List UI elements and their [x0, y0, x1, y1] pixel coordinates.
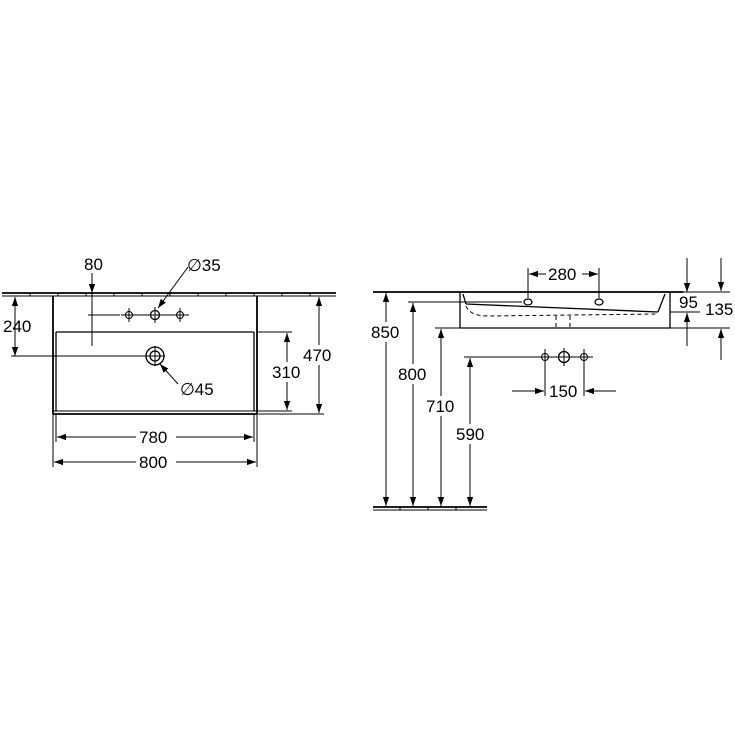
dim-label-850: 850 [371, 323, 399, 342]
dim-outlet-spacing: 150 [512, 362, 616, 401]
dim-drain-diameter: ∅45 [159, 363, 214, 399]
dim-label-780: 780 [139, 428, 167, 447]
side-overflow-holes [523, 298, 604, 306]
dim-height-tap: 800 [397, 301, 522, 506]
dim-total-depth: 135 [670, 258, 735, 360]
dim-tap-diameter: ∅35 [157, 256, 221, 309]
dim-outer-width: 800 [52, 414, 258, 472]
dim-height-base: 710 [425, 327, 460, 506]
dim-wall-to-drain: 240 [3, 297, 146, 357]
dim-label-470: 470 [303, 346, 331, 365]
basin-outline [52, 296, 258, 415]
dim-label-95: 95 [679, 293, 698, 312]
dim-label-80: 80 [84, 255, 103, 274]
dim-inner-width: 780 [55, 414, 255, 447]
dim-label-240: 240 [3, 317, 31, 336]
dim-height-outlet: 590 [455, 356, 540, 506]
side-basin-profile [459, 292, 671, 329]
dim-inner-depth: 310 [258, 331, 304, 412]
tap-holes [121, 307, 189, 323]
side-view: 280 95 135 850 [370, 258, 735, 511]
dim-label-280: 280 [548, 265, 576, 284]
dim-label-710: 710 [426, 397, 454, 416]
side-floor-line [373, 506, 487, 511]
dim-label-590: 590 [456, 425, 484, 444]
dim-bowl-depth: 95 [670, 258, 700, 346]
dim-label-310: 310 [272, 363, 300, 382]
dim-label-d45: ∅45 [180, 380, 214, 399]
dim-label-800: 800 [139, 453, 167, 472]
dim-label-d35: ∅35 [187, 256, 221, 275]
drain-hole [145, 346, 165, 366]
plan-view: 80 ∅35 240 ∅45 780 [2, 255, 336, 472]
dim-label-150: 150 [549, 382, 577, 401]
dim-top-tap-spacing: 280 [527, 264, 600, 298]
dim-height-rim: 850 [370, 293, 404, 506]
dim-outer-depth: 470 [258, 297, 336, 415]
dim-label-800-side: 800 [398, 365, 426, 384]
dim-label-135: 135 [705, 300, 733, 319]
dim-tap-offset: 80 [84, 255, 120, 346]
